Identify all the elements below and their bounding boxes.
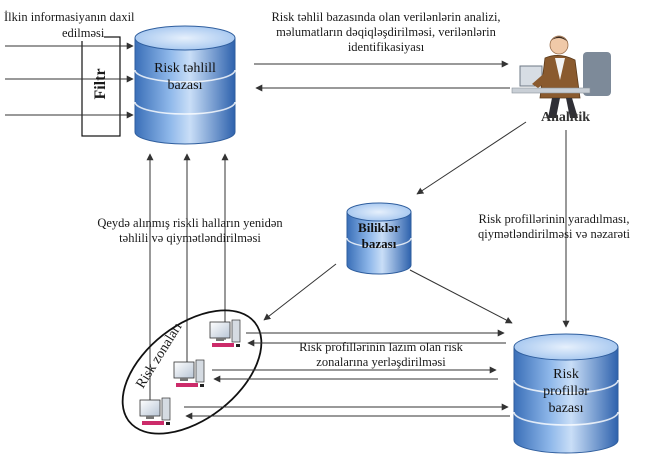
profiles-db-label-line1: Risk: [553, 367, 579, 382]
knowledge-db-label-line1: Biliklər: [358, 220, 400, 235]
placement-caption: Risk profillərinin lazım olan risk zonal…: [276, 340, 486, 370]
profiles-caption-line2: qiymətləndirilməsi və nəzarəti: [477, 227, 631, 241]
input-caption-line1: İlkin informasiyanın daxil: [4, 10, 135, 24]
reanalysis-caption: Qeydə alınmış riskli halların yenidən tə…: [80, 216, 300, 246]
input-arrows: [5, 42, 134, 119]
reanalysis-arrows: [146, 153, 229, 404]
reanalysis-caption-line2: təhlili və qiymətləndirilməsi: [119, 231, 261, 245]
placement-caption-line2: zonalarına yerləşdirilməsi: [316, 355, 446, 369]
analyst-icon: [511, 35, 611, 118]
filter-label: Filtr: [92, 68, 109, 100]
computer-icon: [173, 359, 205, 387]
profiles-db-label: Risk profillər bazası: [514, 366, 618, 417]
risk-db-label-line2: bazası: [167, 78, 203, 93]
computer-icon: [139, 397, 171, 425]
knowledge-base-cylinder: [346, 202, 412, 275]
risk-db-label-line1: Risk təhlill: [154, 61, 216, 76]
knowledge-db-label: Biliklər bazası: [347, 220, 411, 252]
input-caption-line2: edilməsi: [62, 26, 105, 41]
profiles-caption: Risk profillərinin yaradılması, qiymətlə…: [458, 212, 650, 242]
computer-icon: [209, 319, 241, 347]
risk-analysis-db-cylinder: [134, 25, 236, 145]
analysis-caption: Risk təhlil bazasında olan verilənlərin …: [236, 10, 536, 55]
analysis-caption-line1: Risk təhlil bazasında olan verilənlərin …: [271, 10, 501, 24]
analyst-label: Analitik: [541, 110, 591, 125]
analysis-caption-line3: identifikasiyası: [347, 40, 425, 54]
placement-arrows: [184, 329, 510, 420]
analysis-arrows: [254, 60, 570, 328]
risk-zones-ellipse: [121, 309, 263, 435]
risk-db-label: Risk təhlill bazası: [135, 60, 235, 94]
profiles-db-label-line3: bazası: [548, 401, 584, 416]
reanalysis-caption-line1: Qeydə alınmış riskli halların yenidən: [97, 216, 283, 230]
placement-caption-line1: Risk profillərinin lazım olan risk: [299, 340, 463, 354]
knowledge-db-label-line2: bazası: [361, 236, 397, 251]
risk-profiles-db-cylinder: [513, 333, 619, 454]
analysis-caption-line2: məlumatların dəqiqləşdirilməsi, verilənl…: [276, 25, 496, 39]
profiles-db-label-line2: profillər: [543, 384, 589, 399]
profiles-caption-line1: Risk profillərinin yaradılması,: [478, 212, 630, 226]
